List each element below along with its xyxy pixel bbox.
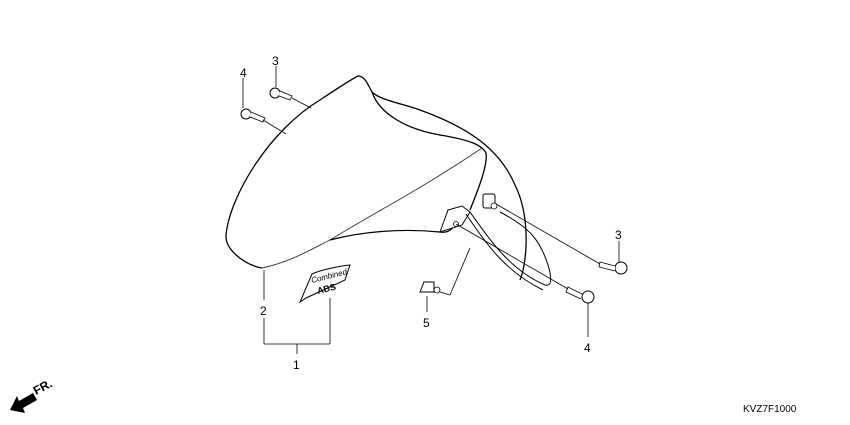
callout-5: 5 (423, 316, 430, 330)
mounting-bracket (439, 205, 471, 233)
screw-4-top (240, 108, 266, 123)
screw-3-right (598, 261, 628, 275)
screw-4-right (565, 286, 595, 304)
fender-stay (469, 211, 552, 286)
callout-1: 1 (293, 358, 300, 372)
callout-3-top: 3 (272, 54, 279, 68)
combined-abs-emblem: Combined ABS (298, 264, 351, 304)
callout-2: 2 (260, 304, 267, 318)
screw-3-top (269, 87, 293, 101)
front-fender-crease (261, 147, 483, 269)
callout-3-right: 3 (615, 228, 622, 242)
callout-4-right: 4 (584, 341, 591, 355)
callout-4-top: 4 (240, 66, 247, 80)
front-fender-body (225, 75, 527, 281)
front-direction-arrow (10, 393, 37, 413)
diagram-code: KVZ7F1000 (743, 404, 797, 415)
clip-nut-5 (419, 281, 441, 294)
front-fender-inner-edge (371, 91, 487, 211)
leader-lines (242, 66, 620, 354)
svg-text:ABS: ABS (316, 282, 337, 296)
